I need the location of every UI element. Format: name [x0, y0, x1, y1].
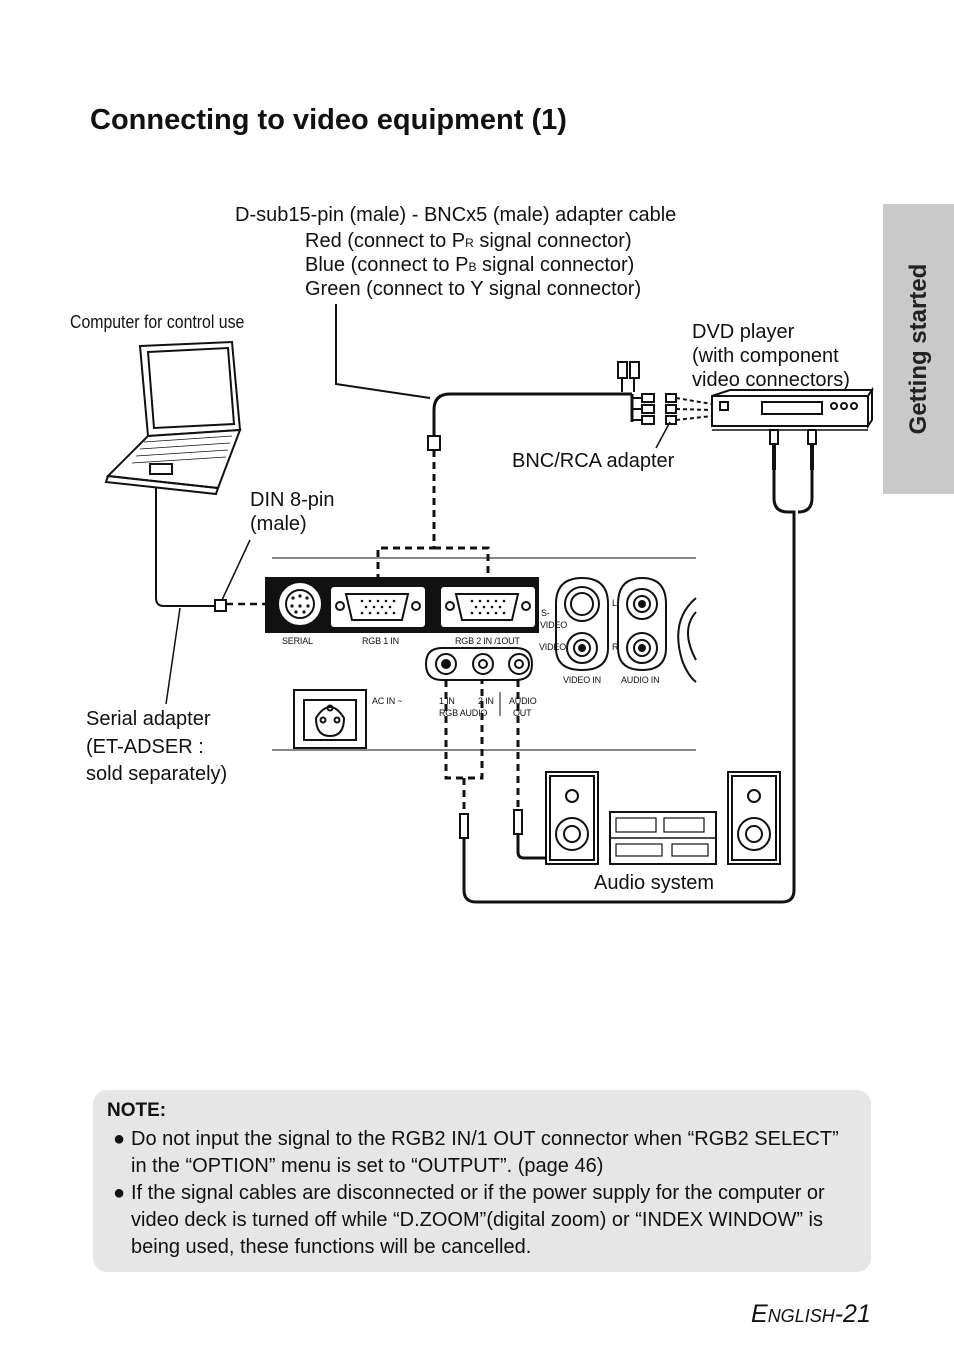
red-label-part: Red (connect to P — [305, 230, 466, 252]
panel-audio-label: AUDIO — [509, 696, 537, 706]
panel-rgb2in-label: RGB 2 IN /1OUT — [455, 636, 520, 646]
panel-rgb1in-label: RGB 1 IN — [362, 636, 399, 646]
page-title: Connecting to video equipment (1) — [90, 104, 567, 136]
dvd-player-illustration — [711, 386, 874, 431]
din-label-line1: DIN 8-pin — [250, 489, 335, 511]
panel-rgb-audio-label: RGB AUDIO — [439, 708, 488, 718]
panel-audio-in-label: AUDIO IN — [621, 675, 660, 685]
note-item-2: ● If the signal cables are disconnected … — [113, 1180, 853, 1261]
bullet-icon: ● — [113, 1128, 126, 1150]
panel-svideo-label2: VIDEO — [540, 620, 568, 630]
panel-video-label: VIDEO — [539, 642, 567, 652]
audio-system-illustration — [545, 771, 781, 865]
connection-diagram — [104, 304, 874, 904]
dvd-label-line1: DVD player — [692, 321, 795, 343]
panel-ac-in-label: AC IN ~ — [372, 696, 403, 706]
note-title: NOTE: — [107, 1100, 167, 1121]
panel-2in-label: 2 IN — [478, 696, 494, 706]
panel-l-label: L — [612, 598, 617, 608]
red-label-subscript: R — [465, 236, 474, 250]
note-item-1-text: Do not input the signal to the RGB2 IN/1… — [131, 1128, 839, 1177]
panel-video-in-label: VIDEO IN — [563, 675, 601, 685]
section-tab: Getting started — [883, 204, 954, 494]
page-number-value: -21 — [834, 1300, 871, 1328]
panel-serial-label: SERIAL — [282, 636, 313, 646]
red-label-end: signal connector) — [473, 230, 632, 252]
panel-out-label: OUT — [513, 708, 532, 718]
serial-adapter-label-line3: sold separately) — [86, 763, 228, 785]
page-number-initial: E — [751, 1300, 768, 1328]
computer-label: Computer for control use — [70, 312, 245, 332]
serial-adapter-label-line2: (ET-ADSER : — [86, 736, 204, 758]
bullet-icon: ● — [113, 1182, 126, 1204]
audio-system-label: Audio system — [594, 872, 715, 894]
panel-r-label: R — [612, 642, 619, 652]
din-label-line2: (male) — [250, 513, 307, 535]
laptop-illustration — [104, 340, 242, 496]
red-connector-label: Red (connect to PR signal connector) — [305, 229, 632, 255]
panel-svideo-label1: S- — [541, 608, 550, 618]
page-number-smallcaps: NGLISH — [767, 1306, 835, 1326]
blue-label-part: Blue (connect to P — [305, 254, 469, 276]
dvd-label-line2: (with component — [692, 345, 839, 367]
blue-label-subscript: B — [468, 260, 477, 274]
blue-label-end: signal connector) — [476, 254, 635, 276]
page-number: ENGLISH-21 — [751, 1300, 871, 1329]
serial-adapter-label-line1: Serial adapter — [86, 708, 211, 730]
note-item-1: ● Do not input the signal to the RGB2 IN… — [113, 1126, 853, 1180]
cable-label: D-sub15-pin (male) - BNCx5 (male) adapte… — [235, 204, 677, 226]
bnc-rca-label: BNC/RCA adapter — [512, 450, 675, 472]
dvd-label-line3: video connectors) — [692, 369, 850, 391]
bnc-rca-adapters — [617, 361, 713, 425]
green-connector-label: Green (connect to Y signal connector) — [305, 278, 642, 300]
panel-1in-label: 1 IN — [439, 696, 455, 706]
note-box: NOTE: ● Do not input the signal to the R… — [93, 1090, 871, 1272]
note-item-2-text: If the signal cables are disconnected or… — [131, 1182, 825, 1258]
blue-connector-label: Blue (connect to PB signal connector) — [305, 253, 634, 279]
